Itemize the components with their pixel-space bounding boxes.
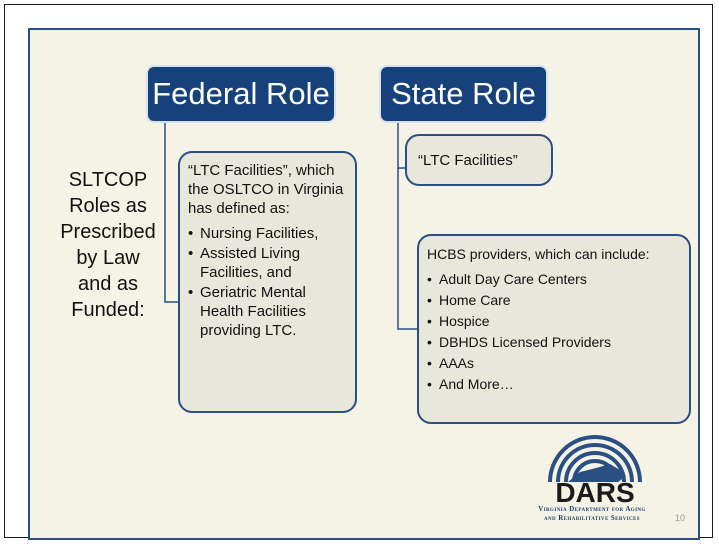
federal-connector <box>164 123 178 303</box>
side-label-line: Roles as <box>69 195 147 217</box>
side-label-line: Prescribed <box>60 221 156 243</box>
dars-logo: DARS <box>548 435 642 508</box>
side-label-line: SLTCOP <box>68 169 148 191</box>
federal-facility-list: Nursing Facilities, Assisted Living Faci… <box>188 224 347 340</box>
dars-caption-line2: and Rehabilitative Services <box>544 514 640 522</box>
list-item: Geriatric Mental Health Facilities provi… <box>188 283 347 340</box>
side-label-line: and as <box>77 273 139 295</box>
state-ltc-label: “LTC Facilities” <box>418 151 518 169</box>
federal-box-intro: “LTC Facilities”, which the OSLTCO in Vi… <box>188 162 344 217</box>
dars-caption: Virginia Department for Aging and Rehabi… <box>497 505 687 523</box>
list-item: Hospice <box>427 311 681 332</box>
list-item: Nursing Facilities, <box>188 224 347 243</box>
federal-role-title: Federal Role <box>152 76 330 111</box>
virginia-state-shape <box>568 464 626 482</box>
list-item: And More… <box>427 374 681 395</box>
dars-wordmark: DARS <box>555 477 634 508</box>
federal-role-box: Federal Role <box>146 65 336 123</box>
list-item: Home Care <box>427 290 681 311</box>
state-connector-ltc <box>397 123 405 169</box>
hcbs-providers-box: HCBS providers, which can include: Adult… <box>417 234 691 424</box>
state-ltc-facilities-box: “LTC Facilities” <box>405 134 553 186</box>
state-role-box: State Role <box>379 65 548 123</box>
hcbs-provider-list: Adult Day Care Centers Home Care Hospice… <box>427 269 681 395</box>
list-item: DBHDS Licensed Providers <box>427 332 681 353</box>
sltcop-roles-label: SLTCOP Roles as Prescribed by Law and as… <box>46 167 170 323</box>
hcbs-box-intro: HCBS providers, which can include: <box>427 246 650 262</box>
list-item: Assisted Living Facilities, and <box>188 244 347 282</box>
side-label-line: by Law <box>76 247 140 269</box>
side-label-line: Funded: <box>71 299 145 321</box>
state-role-title: State Role <box>391 76 536 111</box>
list-item: AAAs <box>427 353 681 374</box>
list-item: Adult Day Care Centers <box>427 269 681 290</box>
dars-caption-line1: Virginia Department for Aging <box>538 505 646 513</box>
federal-ltc-facilities-box: “LTC Facilities”, which the OSLTCO in Vi… <box>178 151 357 413</box>
slide-number: 10 <box>675 513 686 523</box>
state-connector-hcbs <box>397 168 417 330</box>
